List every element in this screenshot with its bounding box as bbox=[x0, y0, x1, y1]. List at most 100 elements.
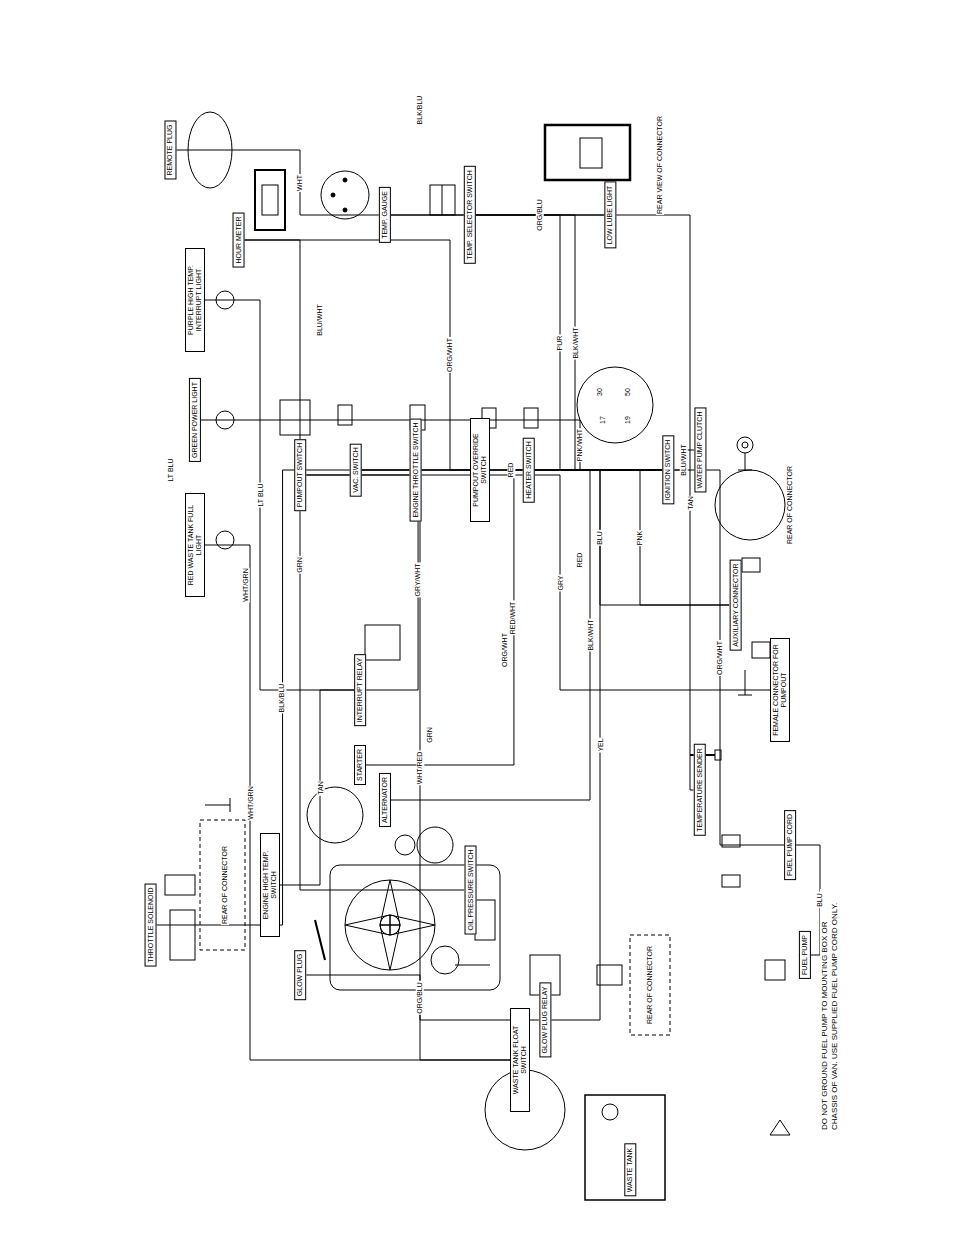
wire-connector bbox=[391, 470, 662, 800]
diagram-label: LT BLU bbox=[166, 457, 174, 482]
relay-symbol bbox=[365, 625, 400, 660]
wire-color-label: ORG/BLU bbox=[416, 981, 424, 1015]
wire-color-label: RED/WHT bbox=[510, 600, 518, 635]
component-name: FUEL PUMP bbox=[801, 935, 809, 975]
solenoid-symbol bbox=[170, 910, 195, 960]
component-name: PUMPOUT OVERRIDE SWITCH bbox=[472, 422, 488, 518]
wire-color-label: TAN bbox=[686, 495, 694, 510]
component-box: STARTER bbox=[354, 745, 366, 785]
component-name: PURPLE HIGH TEMP. INTERRUPT LIGHT bbox=[187, 252, 203, 348]
component-name: HEATER SWITCH bbox=[524, 441, 532, 498]
terminal-dot bbox=[331, 193, 335, 197]
wire-connector bbox=[280, 690, 354, 885]
diagram-label: BLK/BLU bbox=[416, 95, 424, 126]
diagram-label: GRN bbox=[426, 726, 434, 744]
wire-connector bbox=[391, 215, 694, 790]
wire-color-label: ORG/BLU bbox=[536, 198, 544, 232]
wire-color-label: LT BLU bbox=[256, 482, 264, 507]
wire-color-label: GRY/WHT bbox=[414, 563, 422, 598]
component-name: LOW LUBE LIGHT bbox=[606, 186, 614, 245]
component-box: THROTTLE SOLENOID bbox=[144, 883, 156, 966]
component-box: ENGINE THROTTLE SWITCH bbox=[409, 418, 421, 521]
component-name: WASTE TANK FLOAT SWITCH bbox=[512, 1012, 528, 1108]
switch-symbol bbox=[524, 408, 538, 428]
component-box: WASTE TANK bbox=[624, 1144, 636, 1197]
component-name: HOUR METER bbox=[234, 216, 242, 263]
wire-color-label: BLK/BLU bbox=[278, 682, 286, 713]
component-name: INTERRUPT RELAY bbox=[356, 658, 364, 722]
component-box: AUXILIARY CONNECTOR bbox=[729, 559, 741, 650]
component-box: ALTERNATOR bbox=[379, 773, 391, 827]
wire-color-label: WHT/RED bbox=[416, 750, 424, 785]
oil-filter-symbol bbox=[417, 827, 453, 863]
wire-color-label: BLU bbox=[596, 530, 604, 546]
wire-color-label: RED bbox=[507, 462, 515, 479]
glow-plug-symbol bbox=[315, 920, 325, 960]
component-box: REMOTE PLUG bbox=[164, 121, 176, 180]
connector-symbol bbox=[752, 642, 770, 658]
component-name: FEMALE CONNECTOR FOR PUMPOUT bbox=[772, 642, 788, 738]
wire-color-label: WHT bbox=[296, 174, 304, 192]
component-name: GLOW PLUG bbox=[296, 954, 304, 996]
connector-symbol bbox=[742, 558, 760, 572]
diagram-label: WHT/GRN bbox=[241, 567, 249, 602]
terminal-dot bbox=[343, 208, 347, 212]
light-housing bbox=[545, 125, 630, 180]
lamp-symbol bbox=[216, 531, 234, 549]
diagram-label: REAR OF CONNECTOR bbox=[786, 465, 794, 545]
wire-connector bbox=[176, 150, 379, 215]
wire-connector bbox=[201, 420, 662, 470]
detail-box bbox=[630, 935, 670, 1035]
wire-connector bbox=[244, 240, 464, 890]
component-box: OIL PRESSURE SWITCH bbox=[464, 845, 476, 934]
wire-connector bbox=[674, 470, 784, 845]
wire-color-label: GRN bbox=[296, 556, 304, 574]
component-box: INTERRUPT RELAY bbox=[354, 654, 366, 726]
component-name: AUXILIARY CONNECTOR bbox=[731, 563, 739, 646]
component-name: WASTE TANK bbox=[626, 1148, 634, 1193]
wire-connector bbox=[306, 475, 510, 1060]
ignition-symbol bbox=[577, 367, 653, 443]
diagram-label: DO NOT GROUND FUEL PUMP TO MOUNTING BOX … bbox=[820, 889, 840, 1131]
gauge-symbol bbox=[321, 171, 369, 219]
wire-connector bbox=[156, 470, 409, 925]
diagram-label: 17 bbox=[599, 415, 607, 425]
component-box: WASTE TANK FLOAT SWITCH bbox=[510, 1008, 530, 1112]
component-name: IGNITION SWITCH bbox=[664, 440, 672, 501]
wire-color-label: BLK/WHT bbox=[571, 326, 579, 359]
component-box: GLOW PLUG bbox=[294, 950, 306, 1000]
component-box: ENGINE HIGH TEMP. SWITCH bbox=[260, 833, 280, 937]
engine-fan bbox=[345, 880, 435, 970]
wire-color-label: PUR bbox=[556, 334, 564, 351]
ground-wire bbox=[745, 670, 746, 695]
component-name: TEMPERATURE SENDER bbox=[696, 748, 704, 832]
wire-connector bbox=[306, 475, 770, 690]
starter-symbol bbox=[307, 787, 363, 843]
component-name: PUMPOUT SWITCH bbox=[296, 443, 304, 507]
component-name: RED WASTE TANK FULL LIGHT bbox=[187, 497, 203, 593]
wire-color-label: BLU bbox=[816, 892, 824, 908]
diagram-label: 19 bbox=[624, 415, 632, 425]
component-name: OIL PRESSURE SWITCH bbox=[466, 849, 474, 930]
component-box: FEMALE CONNECTOR FOR PUMPOUT bbox=[770, 638, 790, 742]
component-box: TEMP. GAUGE bbox=[379, 187, 391, 243]
component-box: HOUR METER bbox=[232, 212, 244, 267]
ground-wire bbox=[205, 805, 230, 806]
component-box: PUMPOUT SWITCH bbox=[294, 439, 306, 511]
wire-connector bbox=[244, 240, 662, 470]
warning-triangle bbox=[770, 1120, 790, 1135]
switch-symbol bbox=[280, 400, 310, 435]
component-box: TEMPERATURE SENDER bbox=[694, 744, 706, 836]
component-name: TEMP. GAUGE bbox=[381, 191, 389, 239]
diagram-label: RED bbox=[576, 552, 584, 569]
wire-connector bbox=[551, 470, 662, 1020]
component-box: PURPLE HIGH TEMP. INTERRUPT LIGHT bbox=[185, 248, 205, 352]
connector-symbol bbox=[597, 965, 622, 985]
wire-color-label: TAN bbox=[316, 780, 324, 795]
component-box: RED WASTE TANK FULL LIGHT bbox=[185, 493, 205, 597]
component-box: PUMPOUT OVERRIDE SWITCH bbox=[470, 418, 490, 522]
wire-color-label: WHT/GRN bbox=[246, 785, 254, 820]
diagram-label: 30 bbox=[596, 387, 604, 397]
